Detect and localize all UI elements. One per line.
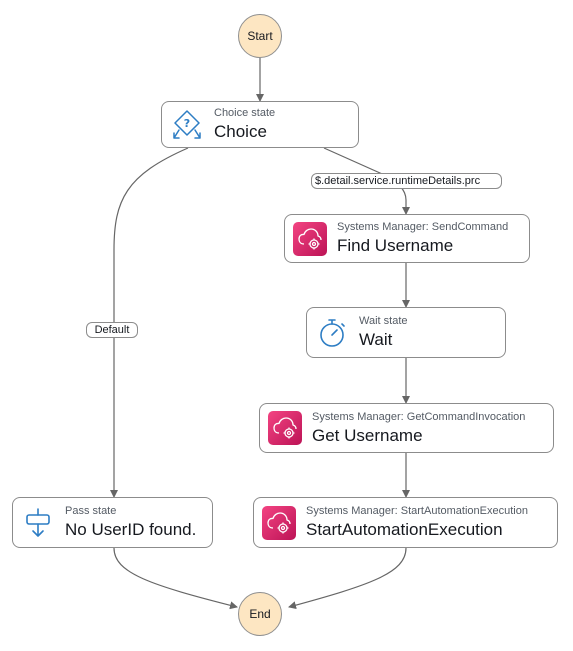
end-node[interactable]: End [238, 592, 282, 636]
get-username-type: Systems Manager: GetCommandInvocation [312, 410, 526, 423]
edge-label-choice-condition[interactable]: $.detail.service.runtimeDetails.prc [311, 173, 502, 189]
systems-manager-icon [268, 411, 302, 445]
wait-state-type: Wait state [359, 315, 408, 327]
start-node[interactable]: Start [238, 14, 282, 58]
edge-label-default[interactable]: Default [86, 322, 138, 338]
start-label: Start [247, 29, 273, 43]
edge-start-automation-to-end [288, 547, 407, 610]
pass-state-node[interactable]: Pass state No UserID found. [12, 497, 213, 548]
choice-state-type: Choice state [214, 107, 276, 119]
stopwatch-icon [315, 316, 349, 350]
end-label: End [249, 607, 271, 621]
get-username-name: Get Username [312, 425, 423, 445]
start-automation-node[interactable]: Systems Manager: StartAutomationExecutio… [253, 497, 558, 548]
start-automation-type: Systems Manager: StartAutomationExecutio… [306, 505, 528, 517]
pass-state-name: No UserID found. [65, 520, 197, 539]
find-username-name: Find Username [337, 236, 454, 255]
find-username-node[interactable]: Systems Manager: SendCommand Find Userna… [284, 214, 530, 263]
wait-state-node[interactable]: Wait state Wait [306, 307, 506, 358]
edge-choice-to-pass-default [110, 147, 189, 498]
choice-state-node[interactable]: ? Choice state Choice [161, 101, 359, 148]
systems-manager-icon [293, 221, 327, 256]
wait-state-name: Wait [359, 330, 393, 349]
choice-state-name: Choice [214, 122, 267, 141]
pass-icon [21, 506, 55, 540]
svg-text:?: ? [184, 117, 190, 130]
get-username-node[interactable]: Systems Manager: GetCommandInvocation Ge… [259, 403, 554, 453]
start-automation-name: StartAutomationExecution [306, 520, 503, 539]
systems-manager-icon [262, 505, 296, 540]
choice-icon: ? [170, 108, 204, 142]
pass-state-type: Pass state [65, 505, 117, 517]
edge-pass-to-end [113, 547, 238, 610]
find-username-type: Systems Manager: SendCommand [337, 221, 509, 233]
